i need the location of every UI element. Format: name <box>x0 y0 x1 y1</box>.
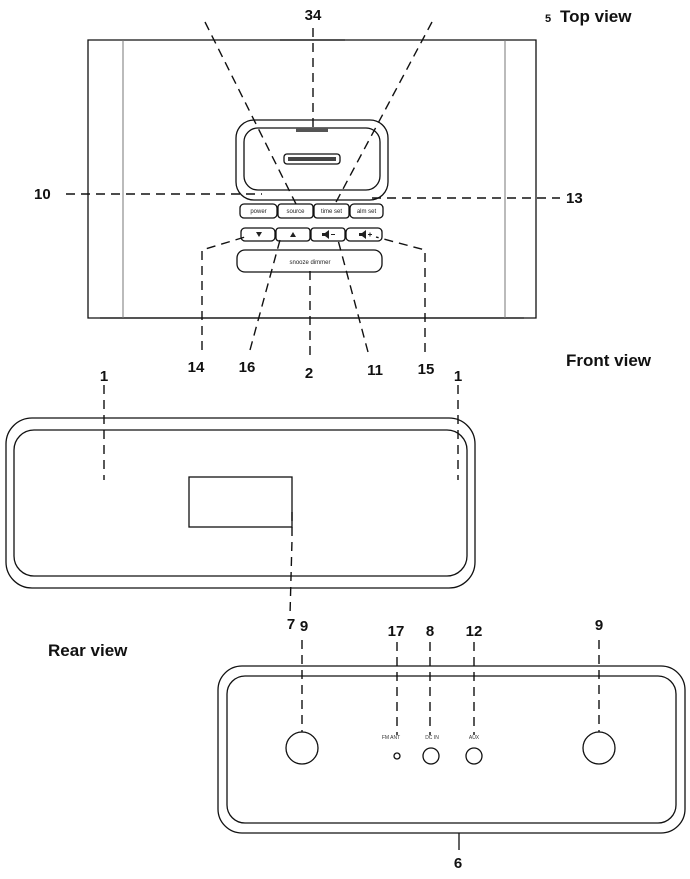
dock-back-support <box>296 128 328 132</box>
callout-1-right: 1 <box>454 368 462 385</box>
volume-down-icon <box>322 230 335 239</box>
callout-17: 17 <box>388 623 405 640</box>
up-button[interactable] <box>275 227 311 242</box>
callout-7: 7 <box>287 616 295 633</box>
source-button-label: source <box>286 209 305 215</box>
fm-ant-label: FM ANT <box>382 735 400 741</box>
dock-cradle <box>235 119 389 201</box>
down-button[interactable] <box>240 227 276 242</box>
leader-7 <box>289 512 293 616</box>
callout-15: 15 <box>418 361 435 378</box>
callout-14: 14 <box>188 359 205 376</box>
front-view: Front view 1 1 7 <box>5 351 652 633</box>
leader-11 <box>337 239 369 353</box>
aux-label: AUX <box>469 735 480 741</box>
callout-2: 2 <box>305 365 313 382</box>
front-view-body-outer <box>5 417 476 589</box>
leader-14 <box>201 236 246 350</box>
callout-9-right: 9 <box>595 617 603 634</box>
callout-10: 10 <box>34 186 51 203</box>
callout-8: 8 <box>426 623 434 640</box>
callout-9-left: 9 <box>300 618 308 635</box>
leader-source <box>204 21 297 205</box>
rear-view-body-outer <box>217 665 686 834</box>
callout-34: 34 <box>305 7 322 24</box>
fm-antenna-jack[interactable] <box>393 752 401 760</box>
rear-view-title: Rear view <box>48 641 128 660</box>
dc-in-jack[interactable] <box>422 747 440 765</box>
top-view-body-outline <box>87 39 537 319</box>
callout-6: 6 <box>454 855 462 872</box>
down-arrow-icon <box>256 232 262 237</box>
volume-up-icon <box>359 230 372 239</box>
time-set-button-label: time set <box>321 209 342 215</box>
aux-jack[interactable] <box>465 747 483 765</box>
rear-view-body-inner <box>226 675 677 824</box>
front-view-title: Front view <box>566 351 652 370</box>
callout-11: 11 <box>367 362 383 379</box>
power-button-label: power <box>250 209 266 215</box>
snooze-dimmer-label: snooze dimmer <box>289 260 330 266</box>
time-set-button[interactable] <box>313 203 350 219</box>
top-arrow-row <box>240 227 383 242</box>
leader-time-set <box>334 21 433 205</box>
alm-set-button[interactable] <box>349 203 384 219</box>
up-arrow-icon <box>290 232 296 237</box>
rear-left-port-9 <box>285 731 319 765</box>
top-button-row: power source time set alm set <box>239 203 384 219</box>
callout-1-left: 1 <box>100 368 108 385</box>
callout-16: 16 <box>239 359 256 376</box>
leader-15 <box>375 236 426 352</box>
rear-view: Rear view FM ANT DC IN AUX 9 17 8 12 9 6 <box>48 617 686 872</box>
front-view-body-inner <box>13 429 468 577</box>
volume-up-button[interactable] <box>345 227 383 242</box>
alm-set-button-label: alm set <box>357 209 377 215</box>
volume-down-button[interactable] <box>310 227 346 242</box>
rear-right-port-9 <box>582 731 616 765</box>
callout-13: 13 <box>566 190 583 207</box>
dock-connector <box>283 153 341 165</box>
top-view: power source time set alm set <box>34 7 632 382</box>
top-view-title: Top view <box>560 7 632 26</box>
dock-connector-pins <box>288 157 336 161</box>
front-display-window <box>188 476 293 528</box>
callout-5: 5 <box>545 13 551 25</box>
power-button[interactable] <box>239 203 278 219</box>
leader-16 <box>249 239 281 351</box>
callout-12: 12 <box>466 623 483 640</box>
dc-in-label: DC IN <box>425 735 439 741</box>
